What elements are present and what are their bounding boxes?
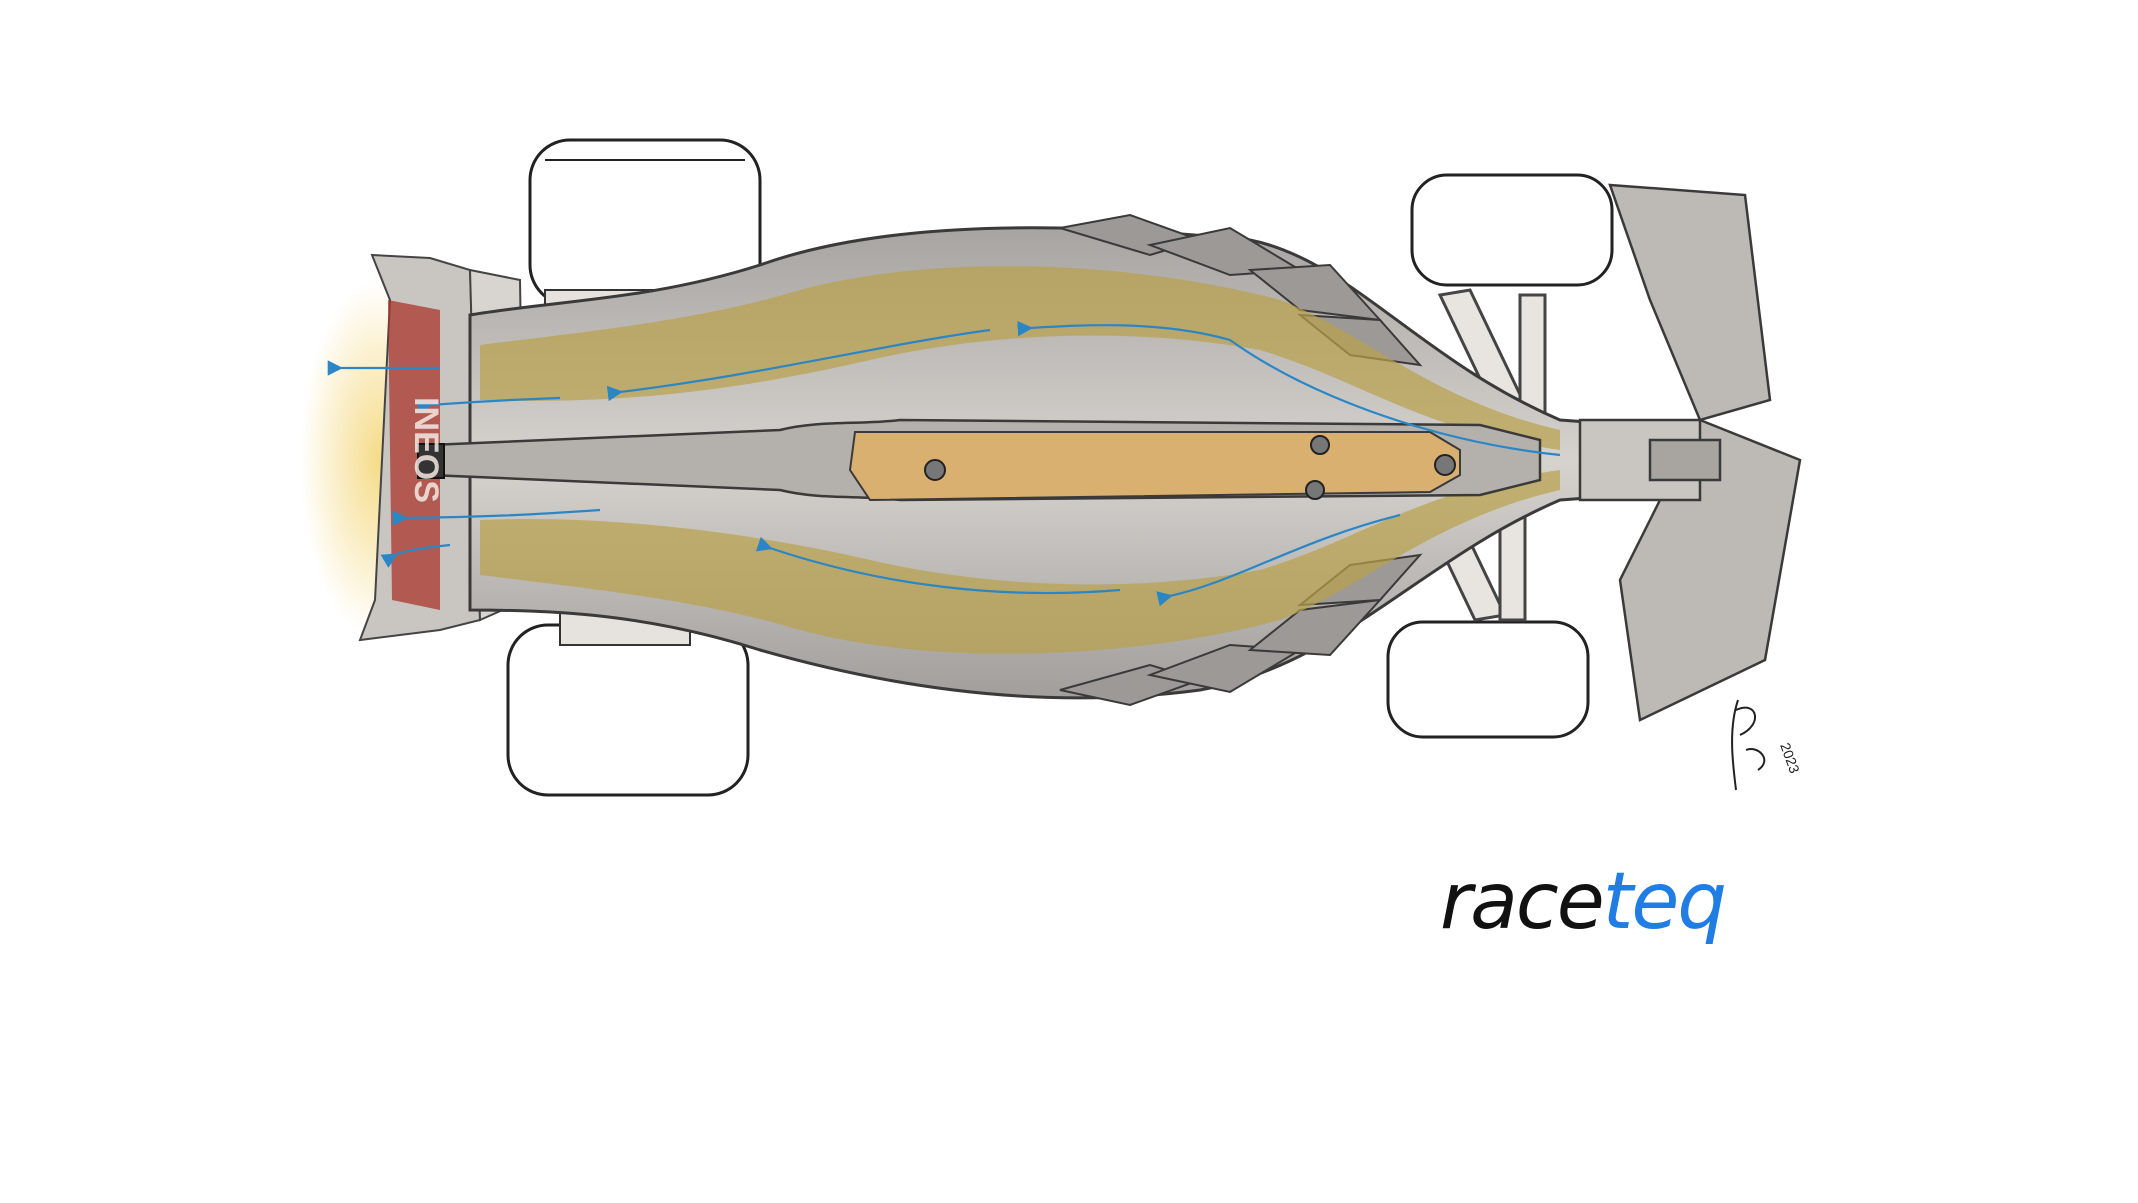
front-tyre-bottom <box>1386 620 1590 739</box>
signature-year: 2023 <box>1777 741 1803 776</box>
logo-text-teq: teq <box>1603 857 1725 947</box>
arrow-left-icon <box>1017 321 1561 457</box>
svg-text:raceteq: raceteq <box>1440 857 1725 947</box>
arrow-left-icon <box>392 508 601 526</box>
venturi-flow-region-bottom <box>480 470 1560 654</box>
front-tyre-top <box>1410 173 1614 287</box>
logo-text-race: race <box>1440 857 1603 947</box>
rear-crash-structure <box>417 443 445 479</box>
arrow-left-icon <box>380 543 451 568</box>
floor-plank <box>848 431 1461 502</box>
front-wing <box>1578 183 1802 722</box>
raceteq-logo: raceteq <box>1440 857 1727 947</box>
livery-text: INEOS <box>407 397 445 503</box>
arrow-left-icon <box>1156 513 1401 607</box>
airflow-arrows <box>327 321 1561 607</box>
arrow-left-icon <box>417 396 561 414</box>
artist-signature: 2023 <box>1731 699 1803 791</box>
plank-skid-blocks <box>924 435 1456 500</box>
floor-edge-strakes <box>1059 213 1423 707</box>
arrow-left-icon <box>606 328 991 402</box>
venturi-flow-region-top <box>480 266 1560 450</box>
arrow-left-icon <box>755 536 1121 595</box>
